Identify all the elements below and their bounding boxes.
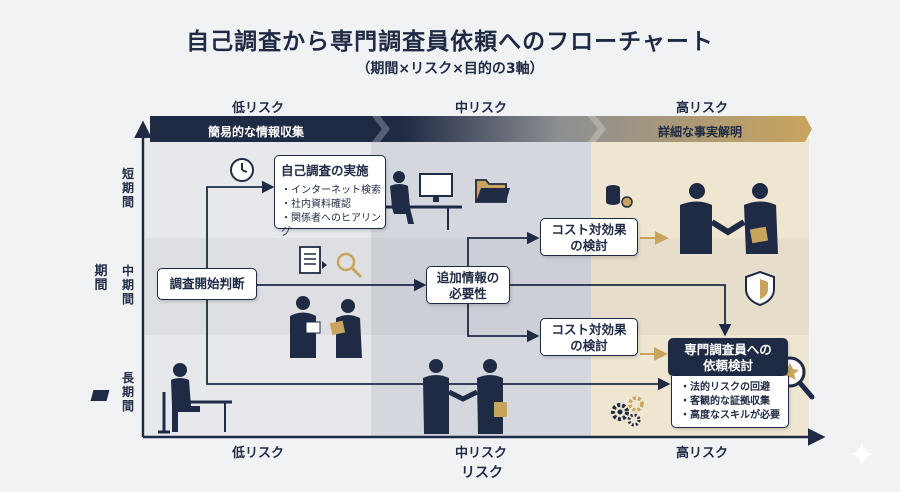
x-label-high: 高リスク xyxy=(676,446,729,461)
expert-reason-item: ・高度なスキルが必要 xyxy=(680,410,780,421)
expert-reason-item: ・客観的な証拠収集 xyxy=(680,396,770,407)
person-at-computer-figure xyxy=(386,171,462,230)
risk-top-high: 高リスク xyxy=(676,101,729,116)
magnifier-icon xyxy=(336,252,363,279)
database-gear-icon xyxy=(606,185,633,208)
start-decision-node: 調査開始判断 xyxy=(157,268,257,300)
cost-benefit-bottom-line2: の検討 xyxy=(570,338,608,353)
document-icon xyxy=(299,246,327,274)
info-band-ribbon xyxy=(150,116,812,142)
flow-start-to-long xyxy=(206,300,671,391)
sparkle-icon xyxy=(850,442,874,466)
band-label-detailed: 詳細な事実解明 xyxy=(658,125,743,139)
cost-benefit-node-bottom: コスト対効果 の検討 xyxy=(540,318,638,356)
expert-request-line2: 依頼検討 xyxy=(702,358,753,373)
self-investigation-item: ・関係者へのヒアリング xyxy=(281,213,381,238)
x-label-low: 低リスク xyxy=(232,446,285,461)
expert-request-node: 専門調査員への 依頼検討 xyxy=(668,338,788,376)
cost-benefit-top-line2: の検討 xyxy=(570,238,608,253)
risk-top-mid: 中リスク xyxy=(455,101,508,116)
cost-benefit-bottom-line1: コスト対効果 xyxy=(551,322,627,337)
additional-info-line1: 追加情報の xyxy=(436,270,500,285)
shield-icon xyxy=(745,270,775,307)
self-investigation-title: 自己調査の実施 xyxy=(281,163,369,178)
additional-info-line2: 必要性 xyxy=(449,286,487,301)
page-subtitle: （期間×リスク×目的の3軸） xyxy=(356,61,544,77)
band-label-simple: 簡易的な情報収集 xyxy=(208,125,305,139)
additional-info-node: 追加情報の 必要性 xyxy=(426,266,510,304)
folder-icon xyxy=(475,179,510,203)
gears-icon xyxy=(611,396,644,427)
handshake-figure-high xyxy=(680,183,778,254)
cost-benefit-node-top: コスト対効果 の検討 xyxy=(540,218,638,256)
flow-need-to-expert xyxy=(510,284,732,337)
expert-reason-item: ・法的リスクの回避 xyxy=(680,382,770,393)
ribbon-chevron-1 xyxy=(372,116,390,142)
ribbon-chevron-2 xyxy=(588,116,606,142)
flow-start-to-self xyxy=(206,180,275,268)
x-axis-title: リスク xyxy=(461,465,503,481)
self-investigation-item: ・インターネット検索 xyxy=(281,185,381,196)
flow-need-to-cost-bottom xyxy=(467,303,540,343)
self-investigation-item: ・社内資料確認 xyxy=(281,199,351,210)
y-label-mid: 中期間 xyxy=(121,264,134,306)
cost-benefit-top-line1: コスト対効果 xyxy=(551,222,627,237)
page-title: 自己調査から専門調査員依頼へのフローチャート xyxy=(186,29,714,55)
expert-request-line1: 専門調査員への xyxy=(684,342,772,357)
expert-reasons-list: ・法的リスクの回避 ・客観的な証拠収集 ・高度なスキルが必要 xyxy=(671,376,789,428)
x-label-mid: 中リスク xyxy=(455,446,508,461)
y-label-long: 長期間 xyxy=(121,371,134,413)
flow-need-to-cost-top xyxy=(467,231,540,268)
y-label-short: 短期間 xyxy=(121,167,134,209)
woman-at-laptop-figure xyxy=(90,363,232,434)
handshake-figure-mid xyxy=(423,359,507,434)
y-axis-title: 期間 xyxy=(94,264,108,293)
clock-icon xyxy=(230,158,254,182)
start-decision-label: 調査開始判断 xyxy=(169,276,245,291)
two-people-document-figure xyxy=(290,296,362,358)
self-investigation-node: 自己調査の実施 ・インターネット検索 ・社内資料確認 ・関係者へのヒアリング xyxy=(274,155,386,238)
risk-top-low: 低リスク xyxy=(232,101,285,116)
